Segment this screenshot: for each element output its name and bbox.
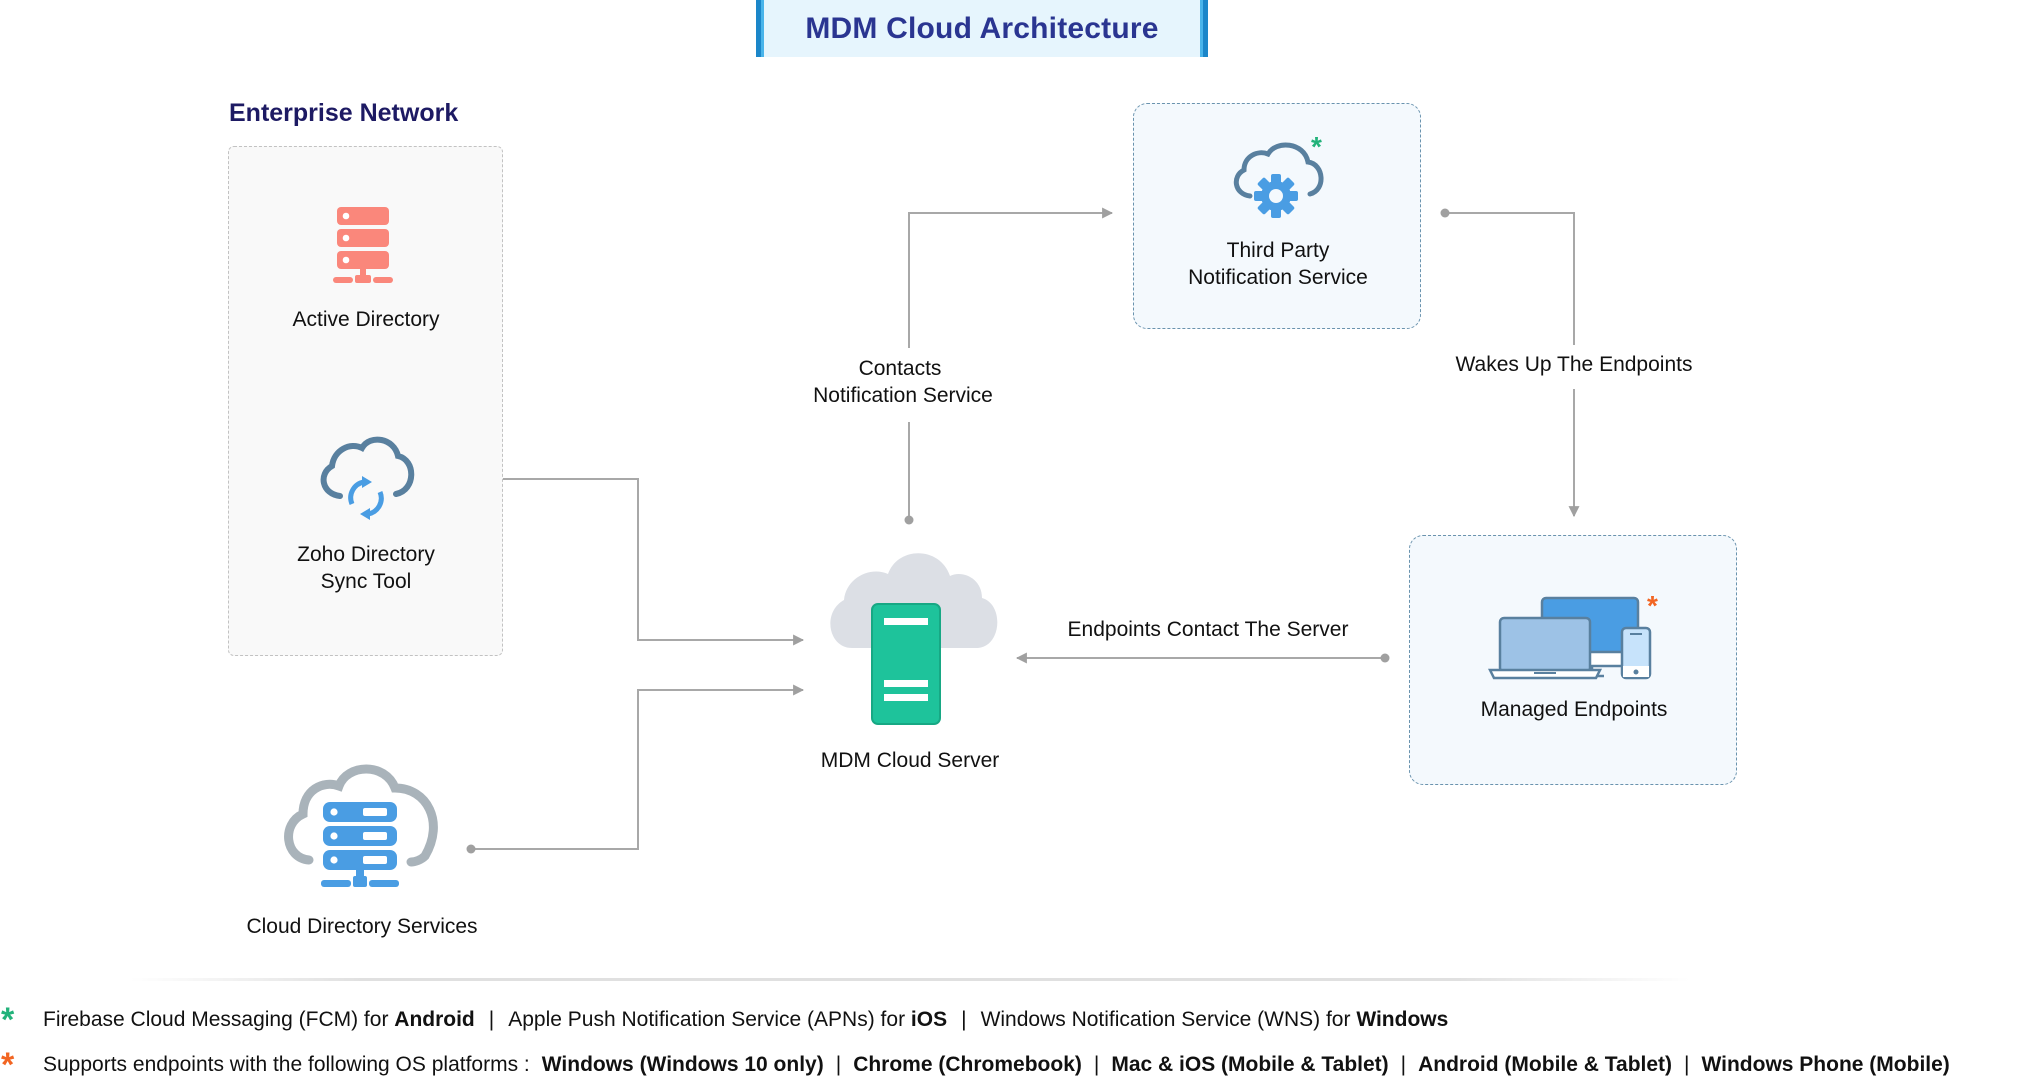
connector-dot bbox=[1380, 653, 1390, 663]
cloud-gear-icon bbox=[1233, 142, 1324, 218]
third-party-label-line1: Third Party bbox=[1226, 239, 1330, 262]
separator: | bbox=[1400, 1053, 1407, 1076]
connector-clouddir-to-mdm bbox=[471, 684, 805, 850]
cloud-sync-icon bbox=[320, 436, 415, 520]
note-wns-text: Windows Notification Service (WNS) for bbox=[980, 1008, 1357, 1031]
zoho-sync-label-line1: Zoho Directory bbox=[297, 543, 435, 566]
asterisk-green-icon: * bbox=[1, 1001, 15, 1039]
footer-note-supported-platforms: * Supports endpoints with the following … bbox=[0, 1046, 1950, 1084]
platform-windows-phone: Windows Phone (Mobile) bbox=[1701, 1053, 1950, 1076]
managed-endpoints-label: Managed Endpoints bbox=[1480, 698, 1668, 721]
connector-mdm-to-notification-upper bbox=[908, 207, 1114, 348]
platform-android: Android (Mobile & Tablet) bbox=[1418, 1053, 1673, 1076]
connector-dot bbox=[1440, 208, 1450, 218]
diagram-title-box: MDM Cloud Architecture bbox=[756, 0, 1208, 57]
note-apns-text: Apple Push Notification Service (APNs) f… bbox=[508, 1008, 911, 1031]
fcm-note-marker-icon: * bbox=[1311, 131, 1322, 162]
active-directory-label: Active Directory bbox=[292, 308, 440, 331]
separator: | bbox=[488, 1008, 495, 1031]
separator: | bbox=[835, 1053, 842, 1076]
server-rack-icon bbox=[333, 207, 393, 283]
platform-windows: Windows (Windows 10 only) bbox=[541, 1053, 824, 1076]
cloud-directory-label: Cloud Directory Services bbox=[246, 915, 478, 938]
zoho-sync-label-line2: Sync Tool bbox=[320, 570, 412, 593]
edge-label-endpoints-contact: Endpoints Contact The Server bbox=[1063, 616, 1353, 643]
footer-divider bbox=[130, 978, 1690, 981]
os-note-marker-icon: * bbox=[1647, 590, 1658, 621]
enterprise-network-label: Enterprise Network bbox=[229, 99, 459, 127]
separator: | bbox=[1684, 1053, 1690, 1076]
platform-mac-ios: Mac & iOS (Mobile & Tablet) bbox=[1111, 1053, 1389, 1076]
edge-label-wakes: Wakes Up The Endpoints bbox=[1451, 351, 1697, 378]
note-fcm-platform: Android bbox=[394, 1008, 475, 1031]
footer-note-notification-services: * Firebase Cloud Messaging (FCM) for And… bbox=[0, 1001, 1449, 1039]
asterisk-orange-icon: * bbox=[1, 1046, 15, 1084]
note-wns-platform: Windows bbox=[1356, 1008, 1449, 1031]
separator: | bbox=[1093, 1053, 1100, 1076]
edge-label-contacts-line1: Contacts bbox=[854, 355, 946, 382]
note-fcm-text: Firebase Cloud Messaging (FCM) for bbox=[43, 1008, 395, 1031]
note-apns-platform: iOS bbox=[910, 1008, 948, 1031]
cloud-server-icon bbox=[284, 764, 438, 887]
connector-notification-to-endpoints bbox=[1445, 212, 1575, 345]
note-platforms-prefix: Supports endpoints with the following OS… bbox=[43, 1053, 530, 1076]
diagram-title: MDM Cloud Architecture bbox=[805, 11, 1159, 45]
platform-chrome: Chrome (Chromebook) bbox=[853, 1053, 1082, 1076]
mdm-server-label: MDM Cloud Server bbox=[820, 749, 1000, 772]
edge-label-contacts-line2: Notification Service bbox=[809, 382, 997, 409]
third-party-label-line2: Notification Service bbox=[1188, 266, 1368, 289]
connector-dot bbox=[904, 515, 914, 525]
devices-icon bbox=[1488, 596, 1652, 680]
connector-sync-to-mdm bbox=[471, 478, 805, 646]
cloud-server-green-icon bbox=[830, 553, 998, 725]
connector-dot bbox=[466, 844, 476, 854]
separator: | bbox=[961, 1008, 967, 1031]
